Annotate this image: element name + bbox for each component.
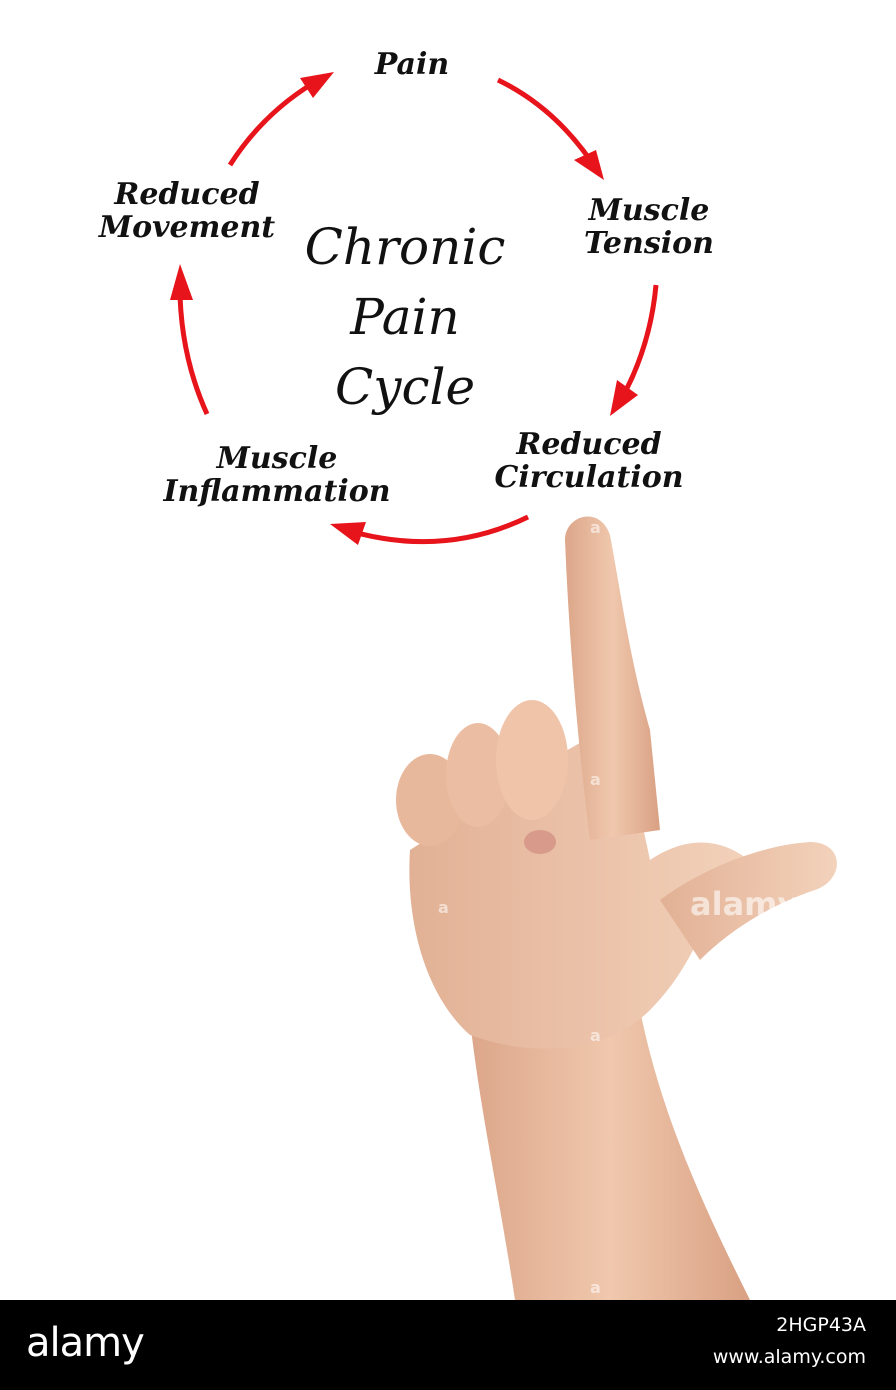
pointing-hand-illustration: alamy <box>396 516 837 1300</box>
footer-url: www.alamy.com <box>712 1346 866 1368</box>
node-muscle-inflammation-line-1: Muscle <box>216 441 338 476</box>
node-reduced-circulation-line-2: Circulation <box>494 460 684 495</box>
node-muscle-tension: Muscle Tension <box>566 194 732 260</box>
diagram-title: Chronic Pain Cycle <box>290 212 520 422</box>
fingernail <box>524 830 556 854</box>
watermark-logo: alamy <box>690 885 799 923</box>
footer-logo: alamy <box>26 1320 145 1366</box>
curled-finger-3 <box>496 700 568 820</box>
node-reduced-movement-line-2: Movement <box>98 210 276 245</box>
arrowhead-pain <box>300 72 334 98</box>
title-line-3: Cycle <box>334 358 476 416</box>
watermark-mark-2: a <box>590 770 601 789</box>
footer-bar: alamy 2HGP43A www.alamy.com <box>0 1300 896 1390</box>
node-reduced-movement: Reduced Movement <box>90 178 284 244</box>
node-reduced-movement-line-1: Reduced <box>114 177 260 212</box>
node-muscle-tension-line-2: Tension <box>584 226 714 261</box>
cycle-arrows <box>170 72 659 545</box>
arrowhead-circulation <box>610 380 638 416</box>
thumb <box>660 842 837 960</box>
watermark-mark-1: a <box>590 518 601 537</box>
node-muscle-tension-line-1: Muscle <box>588 193 710 228</box>
arrow-circulation-to-inflammation <box>339 514 530 545</box>
watermark-mark-3: a <box>438 898 449 917</box>
arrowhead-inflammation <box>330 522 366 545</box>
footer-image-id: 2HGP43A <box>776 1314 866 1336</box>
title-line-2: Pain <box>350 288 460 346</box>
node-muscle-inflammation: Muscle Inflammation <box>146 442 408 508</box>
curled-finger-2 <box>446 723 510 827</box>
arrowhead-movement <box>170 264 193 300</box>
watermark-mark-5: a <box>590 1278 601 1297</box>
index-finger <box>565 516 660 840</box>
node-pain-line-1: Pain <box>374 47 450 82</box>
diagram-stage: Pain Muscle Tension Reduced Circulation … <box>90 48 837 1300</box>
forearm <box>470 1010 750 1300</box>
node-reduced-circulation-line-1: Reduced <box>516 427 662 462</box>
arrowhead-tension <box>574 150 604 180</box>
arrow-movement-to-pain <box>227 75 324 167</box>
title-line-1: Chronic <box>304 218 506 276</box>
node-reduced-circulation: Reduced Circulation <box>476 428 702 494</box>
node-pain: Pain <box>352 48 472 81</box>
watermark-mark-4: a <box>590 1026 601 1045</box>
node-muscle-inflammation-line-2: Inflammation <box>163 474 391 509</box>
